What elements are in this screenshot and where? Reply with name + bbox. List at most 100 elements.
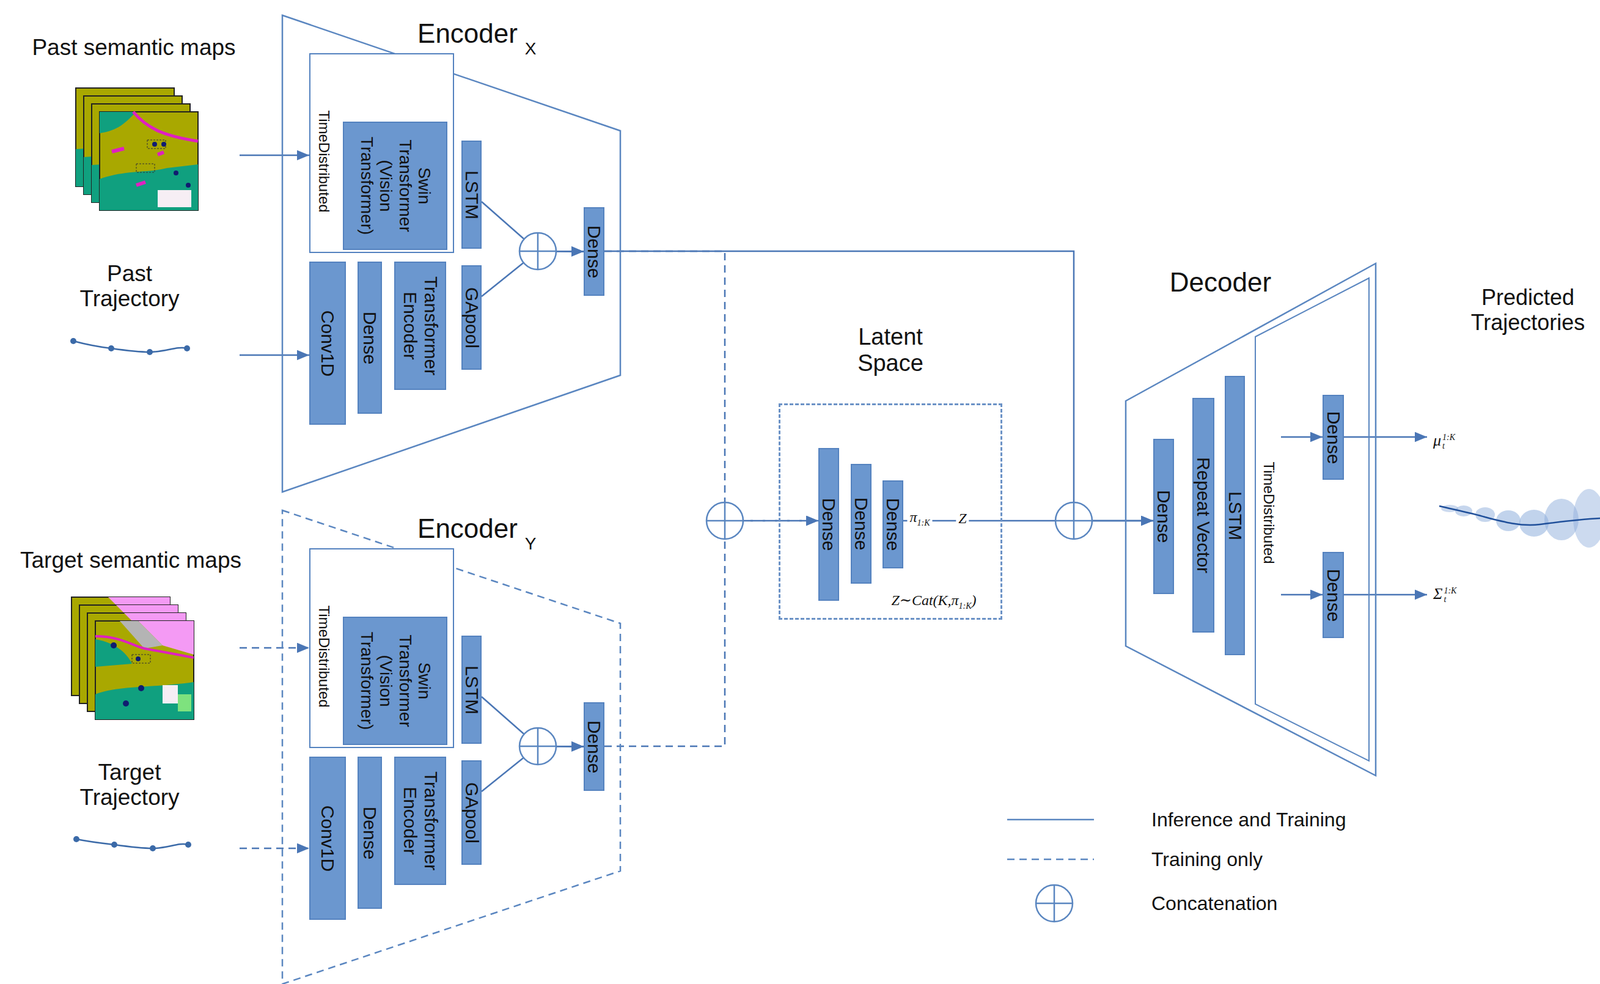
math-symbol: Predicted Trajectories <box>1471 284 1586 335</box>
dense-layer: Dense <box>882 480 904 569</box>
block-title: Past semantic maps <box>31 34 236 60</box>
layer-label: Dense <box>583 224 605 279</box>
connector <box>239 354 310 357</box>
dense-layer: Dense <box>583 702 605 791</box>
index-stack: 1:Kt <box>1442 433 1456 452</box>
layer-label: LSTM <box>461 664 483 714</box>
block-title: Encoder <box>417 513 518 544</box>
legend-sample <box>1007 819 1094 922</box>
block-title: Encoder <box>417 18 518 49</box>
math-symbol: t <box>1443 595 1457 605</box>
label-group: Σ1:Kt <box>1433 584 1457 604</box>
dense-layer: Dense <box>1322 394 1344 480</box>
repeat-vector-layer: Repeat Vector <box>1192 397 1215 633</box>
layer-label: Swin Transformer (Vision Transformer) <box>356 621 434 741</box>
encoder-block: EncoderY TimeDistributed Swin Transformer … <box>282 510 621 984</box>
block-title: X <box>524 39 537 59</box>
block-title: Target semantic maps <box>20 547 242 573</box>
layer-label: Swin Transformer (Vision Transformer) <box>356 126 434 246</box>
swin-transformer-box: Swin Transformer (Vision Transformer) <box>342 121 448 250</box>
block-title: Y <box>524 534 537 554</box>
dense-layer: Dense <box>357 756 382 909</box>
layer-label: Dense <box>1323 410 1344 464</box>
training-connector <box>604 251 819 521</box>
semantic-map-stack <box>71 597 194 720</box>
arrow-line <box>1280 436 1428 595</box>
dense-layer: Dense <box>850 463 872 584</box>
connector <box>239 154 310 157</box>
pooling-layer: GApool <box>461 265 482 370</box>
time-distributed-box: TimeDistributed Swin Transformer (Vision … <box>309 548 455 749</box>
trajectory-sketch <box>73 836 192 852</box>
dense-layer: Dense <box>818 447 840 601</box>
block-outline <box>1125 263 1376 776</box>
layer-label: Dense <box>583 719 605 774</box>
training-connector <box>239 847 310 850</box>
conv-layer: Conv1D <box>309 756 346 920</box>
swin-transformer-box: Swin Transformer (Vision Transformer) <box>342 616 448 745</box>
legend-text: Concatenation <box>1151 892 1278 915</box>
label-group: Z <box>955 510 969 527</box>
dense-layer: Dense <box>1322 551 1344 639</box>
math-index: 1:K <box>958 601 972 611</box>
encoder-block: EncoderX TimeDistributed Swin Transformer … <box>282 15 621 492</box>
layer-label: Dense <box>359 311 381 365</box>
semantic-map-stack <box>75 88 199 211</box>
block-outline <box>282 510 621 984</box>
math-symbol: μ <box>1433 431 1442 450</box>
dense-layer: Dense <box>357 261 382 414</box>
block-outline <box>282 15 621 492</box>
dense-layer: Dense <box>1153 438 1175 595</box>
block-outline <box>1255 278 1369 761</box>
connector <box>903 520 1154 522</box>
layer-label: LSTM <box>461 169 483 219</box>
input-block: Past semantic maps <box>12 33 240 214</box>
math-symbol: ) <box>971 592 977 609</box>
time-distributed-box: TimeDistributed Swin Transformer (Vision … <box>309 53 455 254</box>
math-symbol: 1:K <box>1443 587 1457 596</box>
label-group: Predicted Trajectories <box>1460 284 1596 336</box>
training-connector <box>604 520 819 747</box>
training-connector <box>239 647 310 650</box>
math-index: 1:K <box>917 517 931 527</box>
block-title: Latent Space <box>823 323 958 376</box>
label-group: Z∼Cat(K,π1:K) <box>891 591 977 612</box>
block-title: Decoder <box>1169 267 1272 298</box>
lstm-layer: LSTM <box>461 635 482 744</box>
time-distributed-box: TimeDistributedDenseDense <box>1255 278 1369 761</box>
prediction-sketch <box>1439 488 1600 548</box>
layer-label: Dense <box>818 498 840 552</box>
conv-layer: Conv1D <box>309 261 346 425</box>
layer-label: Dense <box>1153 490 1175 544</box>
layer-label: GApool <box>461 781 483 843</box>
block-title: TimeDistributed <box>315 110 333 213</box>
layer-label: Dense <box>850 497 872 551</box>
input-block: Target Trajectory <box>12 754 240 871</box>
decoder-block: DecoderDenseRepeat VectorLSTMTimeDistrib… <box>1125 263 1376 776</box>
layer-label: Dense <box>1323 568 1344 622</box>
layer-label: Transformer Encoder <box>399 266 441 386</box>
transformer-encoder-box: Transformer Encoder <box>394 756 447 885</box>
math-symbol: Z∼Cat(K,π <box>891 592 959 609</box>
trajectory-sketch <box>70 337 191 356</box>
legend-text: Inference and Training <box>1151 808 1346 832</box>
lstm-layer: LSTM <box>1224 375 1245 656</box>
math-symbol: Z <box>958 510 967 527</box>
block-title: Target Trajectory <box>56 759 203 811</box>
block-title: TimeDistributed <box>315 605 333 708</box>
math-symbol: t <box>1442 442 1456 452</box>
layer-label: GApool <box>461 286 483 348</box>
label-group: π1:K <box>906 509 933 529</box>
dense-layer: Dense <box>583 207 605 296</box>
layer-label: Dense <box>359 806 381 860</box>
index-stack: 1:Kt <box>1443 587 1457 605</box>
layer-label: Transformer Encoder <box>399 761 441 881</box>
legend-text: Training only <box>1151 848 1263 871</box>
layer-label: Conv1D <box>317 309 338 376</box>
transformer-encoder-box: Transformer Encoder <box>394 261 447 390</box>
input-block: Past Trajectory <box>12 256 240 379</box>
layer-label: Repeat Vector <box>1192 457 1214 574</box>
